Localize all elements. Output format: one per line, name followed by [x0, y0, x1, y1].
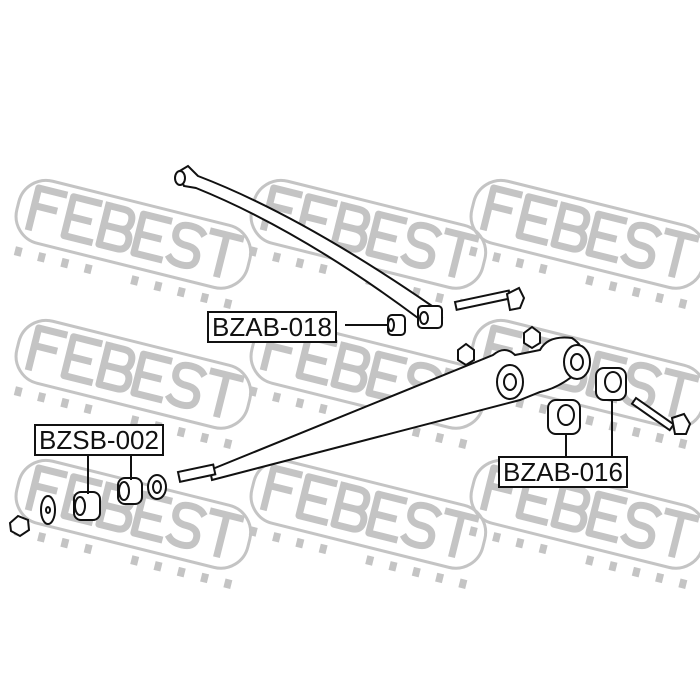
watermark-logo — [248, 458, 488, 589]
front-bushings — [547, 367, 627, 435]
nuts — [8, 325, 541, 538]
bolt-front — [630, 396, 692, 435]
lower-trailing-arm — [176, 336, 591, 483]
upper-link-arm — [174, 164, 444, 330]
watermark-logo — [13, 318, 253, 449]
part-label-bzsb-002: BZSB-002 — [34, 424, 164, 456]
part-label-bzab-018: BZAB-018 — [207, 311, 337, 343]
watermark-logo — [248, 178, 488, 309]
part-label-bzab-016: BZAB-016 — [498, 456, 628, 488]
rear-bushing-set — [40, 474, 167, 525]
watermark-logo — [468, 178, 700, 309]
bolt-upper — [453, 286, 526, 312]
watermark-logo — [13, 178, 253, 309]
upper-bushing — [387, 314, 406, 336]
